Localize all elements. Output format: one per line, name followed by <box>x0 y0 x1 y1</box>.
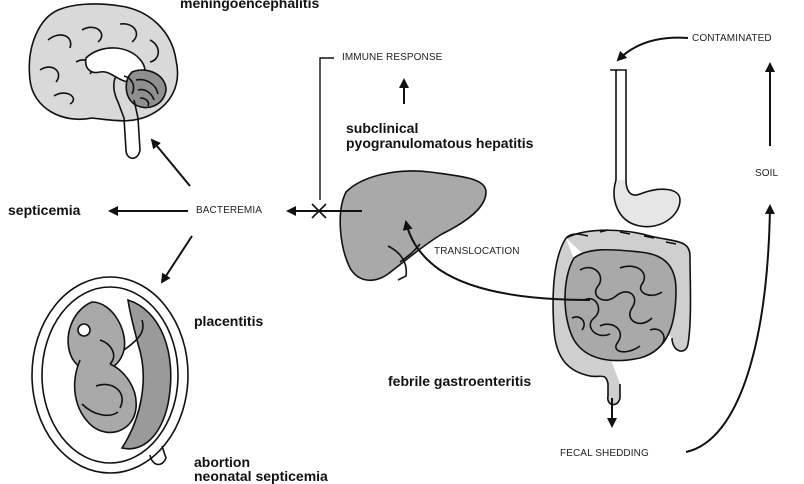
label-abortion: abortion <box>194 454 250 470</box>
arrow-to-meningoencephalitis <box>150 138 191 187</box>
liver-illustration <box>339 170 487 281</box>
fetus-illustration <box>31 276 189 474</box>
label-translocation: TRANSLOCATION <box>434 246 520 257</box>
immune-bracket <box>319 57 334 200</box>
intestine-illustration <box>552 69 692 406</box>
arrow-to-soil <box>685 204 775 453</box>
label-subclinical-line1: subclinical <box>346 120 419 136</box>
arrow-to-placentitis <box>160 235 193 284</box>
label-placentitis: placentitis <box>194 313 264 329</box>
label-neonatal-septicemia: neonatal septicemia <box>194 468 328 484</box>
label-fecal-shedding: FECAL SHEDDING <box>560 448 649 459</box>
label-septicemia: septicemia <box>8 202 81 218</box>
label-immune-response: IMMUNE RESPONSE <box>342 52 443 63</box>
label-contaminated: CONTAMINATED <box>692 33 772 44</box>
label-soil: SOIL <box>755 168 779 179</box>
label-febrile-gastroenteritis: febrile gastroenteritis <box>388 373 532 389</box>
label-meningoencephalitis: meningoencephalitis <box>180 0 320 11</box>
arrow-to-ingestion <box>616 36 689 62</box>
arrow-translocation <box>402 220 591 301</box>
brain-illustration <box>28 3 179 160</box>
label-subclinical-line2: pyogranulomatous hepatitis <box>346 135 534 151</box>
label-bacteremia: BACTEREMIA <box>196 205 263 216</box>
arrows <box>108 36 775 453</box>
